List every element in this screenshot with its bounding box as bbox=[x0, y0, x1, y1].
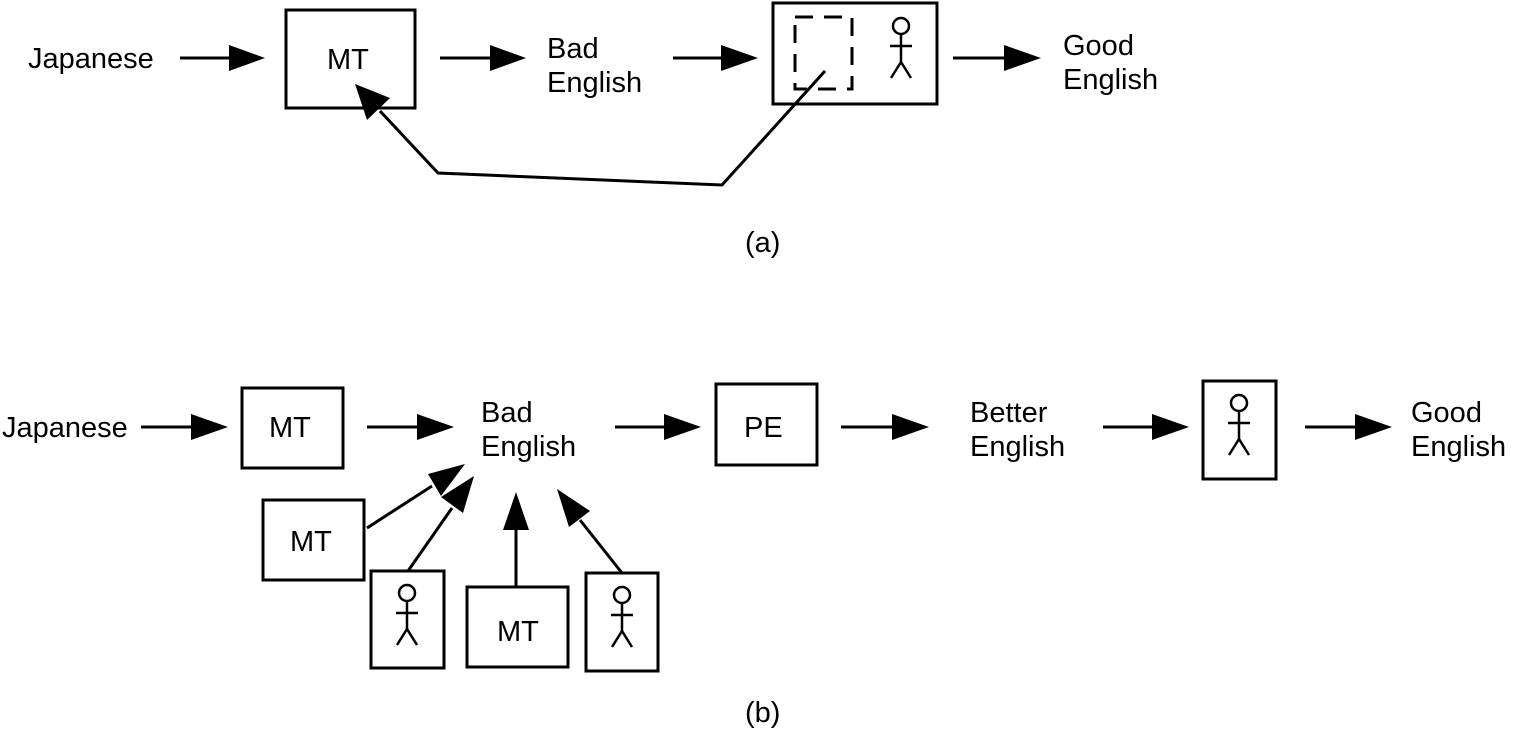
stick-figure-icon bbox=[394, 583, 420, 647]
source-label-a: Japanese bbox=[28, 43, 154, 75]
bad-english-line2-a: English bbox=[547, 67, 642, 99]
arrow-b1 bbox=[141, 414, 228, 440]
arrow-a1 bbox=[180, 45, 265, 71]
better-english-line1-b: Better bbox=[970, 397, 1048, 429]
stick-figure-icon bbox=[888, 16, 914, 80]
dashed-box-icon bbox=[793, 15, 854, 91]
good-english-line1-b: Good bbox=[1411, 397, 1482, 429]
panel-b: Japanese MT Bad English PE Better bbox=[2, 379, 1506, 729]
mt-label-a: MT bbox=[327, 44, 369, 76]
contrib-arrow-2 bbox=[406, 476, 474, 572]
contrib-arrow-3 bbox=[503, 492, 529, 587]
good-english-line2-a: English bbox=[1063, 64, 1158, 96]
caption-b: (b) bbox=[745, 697, 780, 729]
extra-mt2-label: MT bbox=[497, 616, 539, 648]
mt-label-b: MT bbox=[269, 412, 311, 444]
extra-mt-box-2: MT bbox=[465, 585, 570, 669]
human-box-2 bbox=[584, 571, 660, 673]
caption-a: (a) bbox=[745, 227, 780, 259]
stick-figure-icon bbox=[1226, 393, 1252, 457]
pe-label-b: PE bbox=[744, 412, 783, 444]
human-review-box-b bbox=[1201, 379, 1278, 481]
pe-box-b: PE bbox=[714, 382, 819, 467]
post-edit-box-a bbox=[771, 1, 939, 106]
arrow-a2 bbox=[440, 45, 526, 71]
arrow-b5 bbox=[1103, 414, 1189, 440]
feedback-arrow-a bbox=[355, 69, 827, 187]
source-label-b: Japanese bbox=[2, 412, 128, 444]
good-english-line1-a: Good bbox=[1063, 30, 1134, 62]
human-box-1 bbox=[369, 569, 446, 670]
bad-english-line2-b: English bbox=[481, 431, 576, 463]
better-english-line2-b: English bbox=[970, 431, 1065, 463]
mt-box-a: MT bbox=[284, 8, 417, 110]
extra-mt-box-1: MT bbox=[261, 498, 366, 582]
mt-box-b: MT bbox=[240, 386, 345, 470]
good-english-line2-b: English bbox=[1411, 431, 1506, 463]
panel-a: Japanese MT Bad English Good bbox=[28, 1, 1158, 259]
arrow-a3 bbox=[673, 45, 758, 71]
arrow-b3 bbox=[615, 414, 701, 440]
contrib-arrow-4 bbox=[557, 489, 624, 574]
arrow-a4 bbox=[953, 45, 1041, 71]
extra-mt1-label: MT bbox=[290, 526, 332, 558]
contrib-arrow-1 bbox=[366, 464, 465, 530]
bad-english-line1-b: Bad bbox=[481, 397, 533, 429]
arrow-b4 bbox=[841, 414, 929, 440]
stick-figure-icon bbox=[609, 585, 635, 649]
bad-english-line1-a: Bad bbox=[547, 33, 599, 65]
arrow-b6 bbox=[1305, 414, 1392, 440]
arrow-b2 bbox=[367, 414, 454, 440]
